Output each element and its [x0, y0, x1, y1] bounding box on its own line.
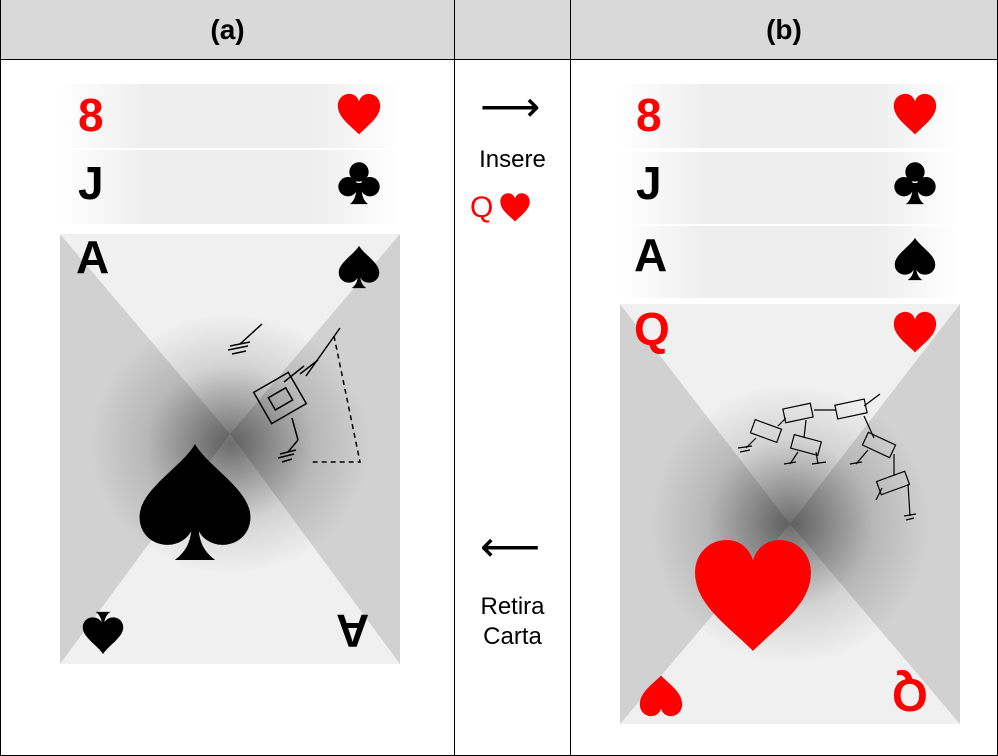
card-b4-rank: Q	[634, 303, 670, 355]
spring-damper-diagram	[227, 323, 361, 463]
insert-card-rank: Q	[470, 191, 494, 224]
spade-inverted-icon	[80, 610, 126, 656]
column-divider-2	[570, 0, 571, 756]
large-spade-icon	[132, 434, 258, 570]
card-b2-rank: J	[636, 157, 662, 209]
spade-icon	[892, 236, 938, 282]
card-a3-rank: A	[76, 231, 110, 283]
card-a-bottom-rank: A	[336, 605, 370, 657]
insert-arrow-icon: ⟶	[480, 82, 541, 131]
card-a1-rank: 8	[78, 89, 104, 141]
header-col-b: (b)	[571, 0, 997, 60]
heart-icon	[892, 92, 938, 138]
card-b1-rank: 8	[636, 89, 662, 141]
large-heart-icon	[690, 528, 816, 668]
remove-label-line1: Retira	[480, 593, 545, 620]
heart-icon	[892, 310, 938, 356]
multibody-diagram	[737, 393, 917, 521]
insert-label: Insere	[479, 146, 546, 173]
heart-icon	[336, 92, 382, 138]
club-icon	[336, 160, 382, 206]
remove-arrow-icon: ⟵	[480, 522, 541, 571]
heart-inverted-icon	[638, 672, 684, 718]
header-col-a: (a)	[1, 0, 454, 60]
heart-icon	[499, 192, 531, 224]
header-b-label: (b)	[766, 13, 802, 45]
spade-icon	[336, 244, 382, 290]
column-divider-1	[454, 0, 455, 756]
insert-card: Q	[470, 188, 531, 228]
header-a-label: (a)	[210, 13, 245, 45]
card-b3-rank: A	[634, 229, 668, 281]
remove-label-line2: Carta	[483, 623, 542, 650]
card-b-bottom-rank: Q	[892, 669, 928, 721]
header-col-middle	[455, 0, 570, 60]
remove-label: Retira Carta	[455, 592, 570, 652]
club-icon	[892, 160, 938, 206]
card-a2-rank: J	[78, 157, 104, 209]
